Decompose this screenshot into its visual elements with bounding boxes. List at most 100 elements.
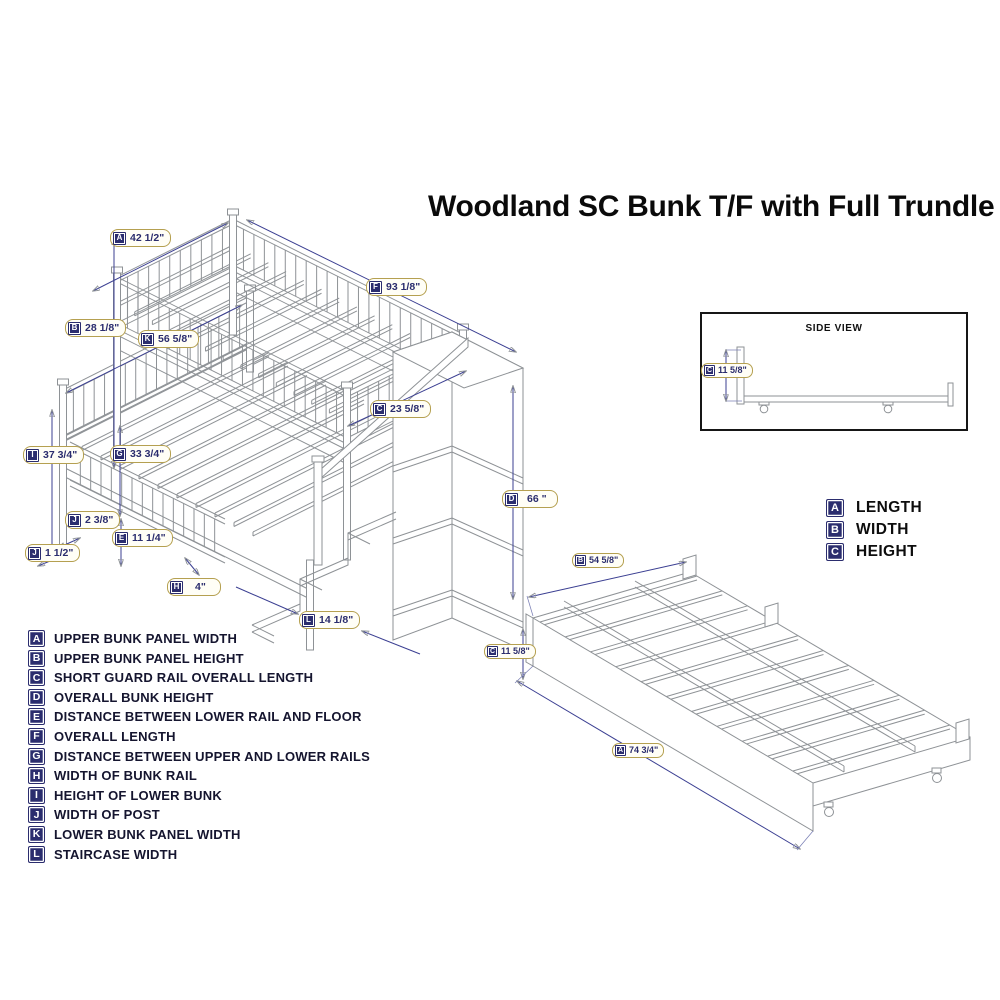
dim-badge: J	[28, 546, 41, 560]
legend-item: B UPPER BUNK PANEL HEIGHT	[28, 649, 370, 667]
legend-badge: L	[28, 845, 45, 863]
dim-label-J-post: J 2 3/8"	[65, 511, 121, 529]
legend-badge: J	[28, 806, 45, 824]
legend-badge: C	[28, 669, 45, 687]
abc-key-label: WIDTH	[856, 521, 909, 538]
dim-badge: A	[615, 745, 626, 756]
dim-value: 14 1/8"	[319, 613, 354, 626]
legend-badge: E	[28, 708, 45, 726]
legend-label: HEIGHT OF LOWER BUNK	[54, 787, 222, 803]
dim-value: 23 5/8"	[390, 402, 425, 415]
abc-key-badge: B	[826, 521, 844, 539]
dim-value: 33 3/4"	[130, 447, 165, 460]
dim-value: 11 1/4"	[132, 531, 166, 544]
legend-item: H WIDTH OF BUNK RAIL	[28, 767, 370, 785]
dim-badge: A	[113, 231, 126, 245]
legend-item: G DISTANCE BETWEEN UPPER AND LOWER RAILS	[28, 747, 370, 765]
page-title: Woodland SC Bunk T/F with Full Trundle	[428, 190, 995, 223]
legend-item: I HEIGHT OF LOWER BUNK	[28, 786, 370, 804]
abc-key-badge: C	[826, 543, 844, 561]
trundle	[525, 554, 971, 832]
dim-label-sideview-C: C 11 5/8"	[701, 363, 753, 378]
legend-label: SHORT GUARD RAIL OVERALL LENGTH	[54, 670, 314, 686]
dim-value: 1 1/2"	[45, 546, 74, 559]
dim-badge: C	[373, 402, 386, 416]
dim-value: 54 5/8"	[589, 555, 619, 565]
dim-badge: J	[68, 513, 81, 527]
dim-label-A-trundle: A 74 3/4"	[612, 743, 665, 758]
dim-badge: E	[115, 531, 128, 545]
dim-label-J-post-2: J 1 1/2"	[25, 544, 81, 562]
dim-value: 42 1/2"	[130, 231, 165, 244]
dim-value: 11 5/8"	[718, 365, 747, 375]
legend-label: OVERALL LENGTH	[54, 728, 176, 744]
side-view-drawing	[726, 346, 954, 414]
dim-value: 11 5/8"	[501, 646, 530, 656]
dim-value: 4"	[195, 580, 206, 593]
legend-badge: G	[28, 747, 45, 765]
legend-label: DISTANCE BETWEEN UPPER AND LOWER RAILS	[54, 748, 370, 764]
legend-label: UPPER BUNK PANEL WIDTH	[54, 631, 238, 646]
dim-label-F: F 93 1/8"	[366, 278, 428, 296]
legend-label: UPPER BUNK PANEL HEIGHT	[54, 650, 244, 666]
abc-key-label: LENGTH	[856, 499, 923, 516]
dim-label-C-bunk: C 23 5/8"	[370, 400, 432, 418]
dim-badge: I	[26, 448, 39, 462]
dim-label-H: H 4"	[167, 578, 221, 596]
legend-item: F OVERALL LENGTH	[28, 727, 370, 745]
dim-badge: D	[505, 492, 518, 506]
legend-label: LOWER BUNK PANEL WIDTH	[54, 826, 241, 842]
dim-label-G: G 33 3/4"	[110, 445, 172, 463]
legend-badge: D	[28, 688, 45, 706]
dim-badge: H	[170, 580, 183, 594]
abc-key-item: A LENGTH	[826, 499, 923, 517]
legend-label: DISTANCE BETWEEN LOWER RAIL AND FLOOR	[54, 709, 362, 725]
dim-label-K: K 56 5/8"	[138, 330, 200, 348]
dim-value: 93 1/8"	[386, 280, 421, 293]
legend-label: WIDTH OF BUNK RAIL	[54, 768, 197, 784]
legend-item: J WIDTH OF POST	[28, 806, 370, 824]
side-view-title: SIDE VIEW	[805, 323, 863, 334]
dim-value: 37 3/4"	[43, 448, 78, 461]
abc-key-item: B WIDTH	[826, 521, 922, 539]
dim-badge: B	[575, 555, 586, 566]
dim-value: 2 3/8"	[85, 513, 114, 526]
dim-label-A-bunk: A 42 1/2"	[110, 229, 172, 247]
dim-badge: K	[141, 332, 154, 346]
dim-value: 28 1/8"	[85, 321, 120, 334]
abc-key-label: HEIGHT	[856, 543, 917, 560]
legend-item: D OVERALL BUNK HEIGHT	[28, 688, 370, 706]
legend-badge: B	[28, 649, 45, 667]
dim-label-B-bunk: B 28 1/8"	[65, 319, 127, 337]
dim-badge: G	[113, 447, 126, 461]
abc-key-badge: A	[826, 499, 844, 517]
legend-item: C SHORT GUARD RAIL OVERALL LENGTH	[28, 669, 370, 687]
dim-badge: F	[369, 280, 382, 294]
legend-item: E DISTANCE BETWEEN LOWER RAIL AND FLOOR	[28, 708, 370, 726]
abc-key: A LENGTH B WIDTH C HEIGHT	[826, 499, 923, 566]
legend-badge: F	[28, 727, 45, 745]
dim-label-L: L 14 1/8"	[299, 611, 361, 629]
dim-value: 56 5/8"	[158, 332, 193, 345]
dim-badge: C	[487, 646, 498, 657]
legend-badge: H	[28, 767, 45, 785]
dim-value: 66 "	[527, 492, 547, 505]
legend-badge: I	[28, 786, 45, 804]
legend-label: STAIRCASE WIDTH	[54, 846, 178, 862]
legend-item: A UPPER BUNK PANEL WIDTH	[28, 630, 370, 647]
dim-label-I: I 37 3/4"	[23, 446, 85, 464]
legend-badge: A	[28, 630, 45, 647]
legend-label: OVERALL BUNK HEIGHT	[54, 689, 214, 705]
dim-value: 74 3/4"	[629, 745, 659, 755]
dim-label-E: E 11 1/4"	[112, 529, 173, 547]
legend: A UPPER BUNK PANEL WIDTH B UPPER BUNK PANE…	[28, 630, 370, 866]
dim-badge: L	[302, 613, 315, 627]
dim-label-D: D 66 "	[502, 490, 558, 508]
dim-label-B-trundle: B 54 5/8"	[572, 553, 625, 568]
legend-label: WIDTH OF POST	[54, 807, 160, 823]
legend-item: L STAIRCASE WIDTH	[28, 845, 370, 863]
abc-key-item: C HEIGHT	[826, 543, 922, 561]
